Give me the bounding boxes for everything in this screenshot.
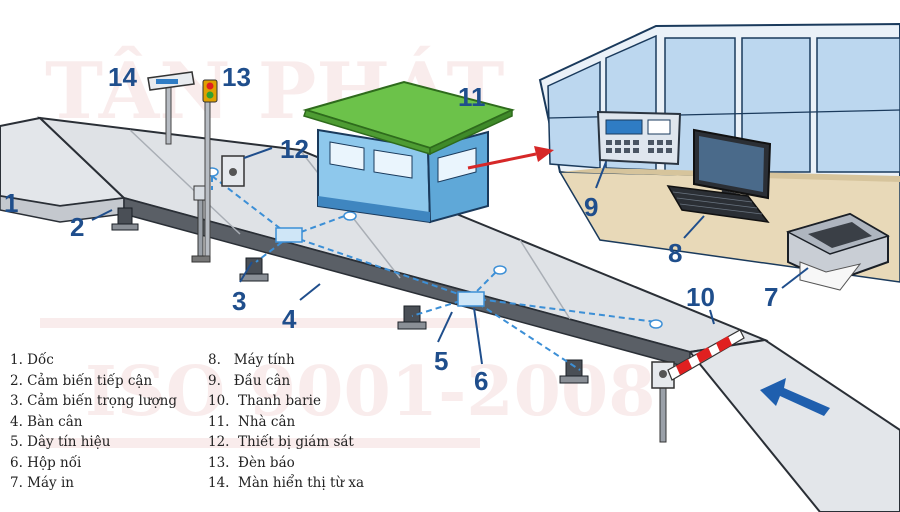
legend-item: 8. Máy tính	[208, 352, 295, 368]
legend-left: 1. Dốc 2. Cảm biến tiếp cận 3. Cảm biến …	[10, 350, 177, 494]
remote-display	[147, 71, 195, 145]
weigh-booth	[302, 80, 515, 224]
legend-item: 6. Hộp nối	[10, 454, 82, 471]
weighing-indicator	[596, 110, 682, 166]
watermark-bottom: ISO 9001-2008	[85, 352, 656, 432]
legend-item: 4. Bàn cân	[10, 413, 83, 430]
callout-7: 7	[764, 282, 778, 312]
callout-9: 9	[584, 192, 598, 222]
arrow-left-icon	[760, 378, 830, 416]
callout-5: 5	[434, 346, 448, 376]
legend-item: 14. Màn hiển thị từ xa	[208, 475, 365, 491]
legend-item: 10. Thanh barie	[208, 393, 321, 409]
callout-6: 6	[474, 366, 488, 396]
callout-14: 14	[108, 62, 137, 92]
callout-13: 13	[222, 62, 251, 92]
legend-item: 13. Đèn báo	[208, 454, 295, 471]
legend-item: 2. Cảm biến tiếp cận	[10, 372, 153, 389]
legend-item: 12. Thiết bị giám sát	[208, 434, 354, 450]
legend-item: 3. Cảm biến trọng lượng	[10, 393, 178, 409]
legend-item: 11. Nhà cân	[208, 413, 296, 430]
callout-1: 1	[4, 188, 18, 218]
traffic-light	[202, 79, 218, 257]
barrier	[651, 329, 745, 443]
callout-8: 8	[668, 238, 682, 268]
callout-4: 4	[282, 304, 297, 334]
monitoring-device	[221, 155, 245, 187]
junction-boxes	[275, 227, 485, 307]
computer	[666, 128, 772, 223]
legend-item: 1. Dốc	[10, 352, 54, 368]
callout-2: 2	[70, 212, 84, 242]
legend-item: 7. Máy in	[10, 475, 74, 491]
callout-10: 10	[686, 282, 715, 312]
callout-12: 12	[280, 134, 309, 164]
arrow-right-icon	[467, 146, 554, 170]
legend-item: 5. Dây tín hiệu	[10, 434, 111, 450]
legend-right: 8. Máy tính 9. Đầu cân 10. Thanh barie 1…	[208, 350, 364, 494]
legend-item: 9. Đầu cân	[208, 372, 291, 389]
callout-11: 11	[458, 82, 486, 112]
printer	[786, 212, 890, 291]
callout-3: 3	[232, 286, 246, 316]
